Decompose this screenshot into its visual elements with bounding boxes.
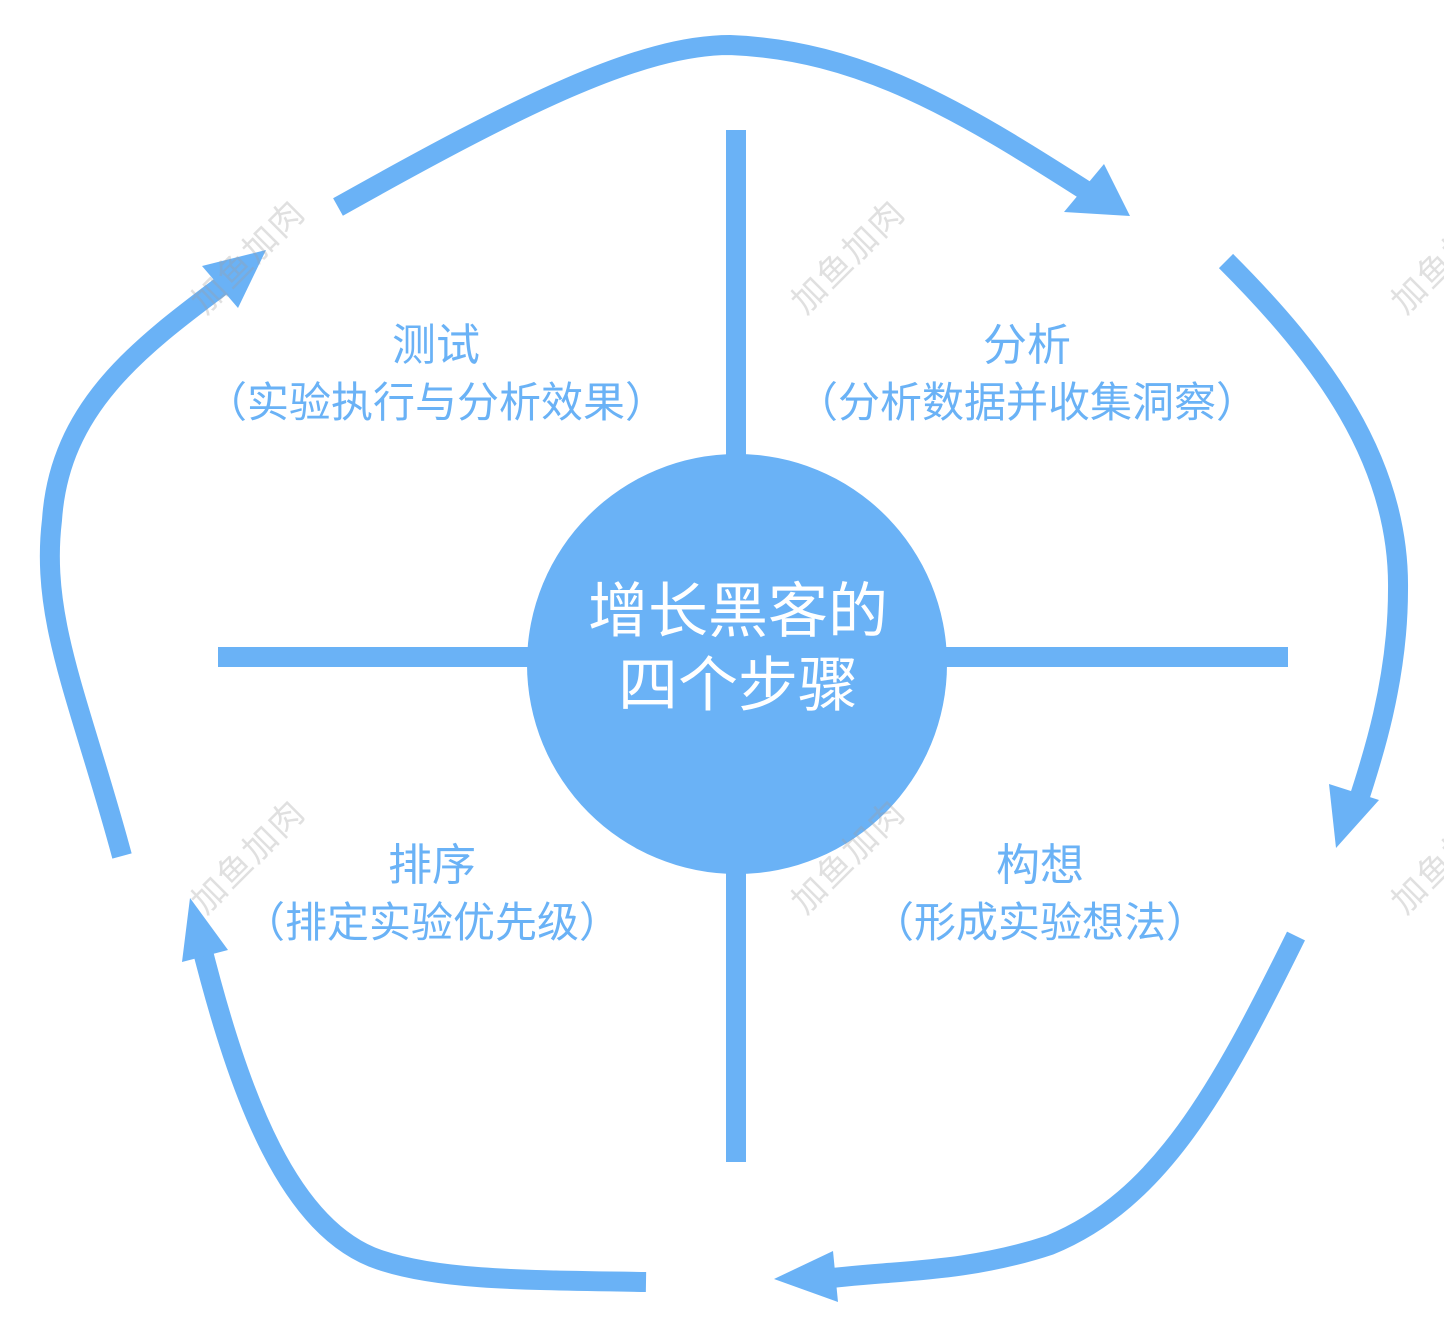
step-ideate: 构想 （形成实验想法）: [850, 838, 1230, 952]
step-test-detail: （实验执行与分析效果）: [204, 378, 667, 427]
step-analyze-title: 分析: [983, 320, 1071, 371]
step-test: 测试 （实验执行与分析效果）: [186, 318, 686, 432]
arrow-ideate-to-prioritize: [816, 931, 1305, 1290]
arrow-test-loop-left: [39, 264, 247, 859]
arrow-prioritize-to-test: [190, 937, 647, 1292]
step-prioritize-title: 排序: [388, 840, 476, 891]
arrowhead-test-bottom: [182, 898, 228, 962]
arrowhead-ideate: [1329, 784, 1379, 848]
arrow-test-to-analyze: [333, 34, 1094, 216]
step-ideate-detail: （形成实验想法）: [871, 898, 1208, 947]
step-analyze-detail: （分析数据并收集洞察）: [795, 378, 1258, 427]
step-test-title: 测试: [392, 320, 480, 371]
arrowhead-analyze: [1064, 164, 1130, 216]
center-title-line1: 增长黑客的: [588, 577, 888, 647]
arrow-analyze-to-ideate: [1218, 253, 1409, 812]
step-analyze: 分析 （分析数据并收集洞察）: [772, 318, 1282, 432]
center-circle: [527, 454, 947, 874]
step-prioritize-detail: （排定实验优先级）: [242, 898, 621, 947]
arrowhead-test-top: [202, 250, 266, 308]
arrowhead-prioritize: [774, 1251, 838, 1302]
center-title-line2: 四个步骤: [618, 651, 858, 721]
step-prioritize: 排序 （排定实验优先级）: [222, 838, 642, 952]
step-ideate-title: 构想: [996, 840, 1084, 891]
center-title: 增长黑客的 四个步骤: [528, 575, 948, 723]
